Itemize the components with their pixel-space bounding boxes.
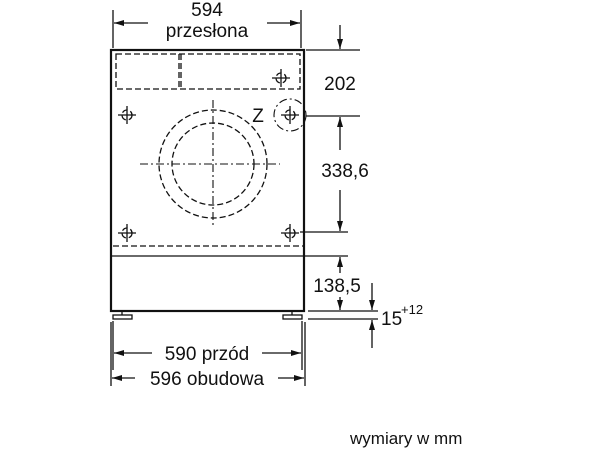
crosshair-icon [118, 106, 136, 124]
svg-text:590 przód: 590 przód [165, 344, 250, 365]
svg-text:przesłona: przesłona [166, 21, 249, 42]
svg-text:138,5: 138,5 [313, 276, 361, 297]
crosshair-icon [281, 106, 299, 124]
svg-text:594: 594 [191, 0, 223, 21]
mounting-point-markers [118, 69, 307, 242]
svg-text:338,6: 338,6 [321, 161, 369, 182]
crosshair-icon [272, 69, 290, 87]
crosshair-icon [118, 224, 136, 242]
right-dimensions: 202 Z 338,6 138,5 15 +12 [252, 25, 423, 348]
svg-text:202: 202 [324, 74, 356, 95]
svg-text:15: 15 [381, 309, 402, 330]
svg-text:+12: +12 [401, 302, 423, 317]
bottom-width-dimensions: 590 przód 596 obudowa [110, 321, 306, 390]
units-note: wymiary w mm [349, 429, 462, 448]
machine-outline [109, 48, 348, 320]
top-width-dimension: 594 przesłona [112, 0, 302, 48]
crosshair-icon [281, 224, 299, 242]
z-detail-circle [273, 98, 307, 132]
drum-outline [140, 100, 280, 228]
svg-text:596 obudowa: 596 obudowa [150, 369, 265, 390]
svg-text:Z: Z [252, 106, 264, 127]
